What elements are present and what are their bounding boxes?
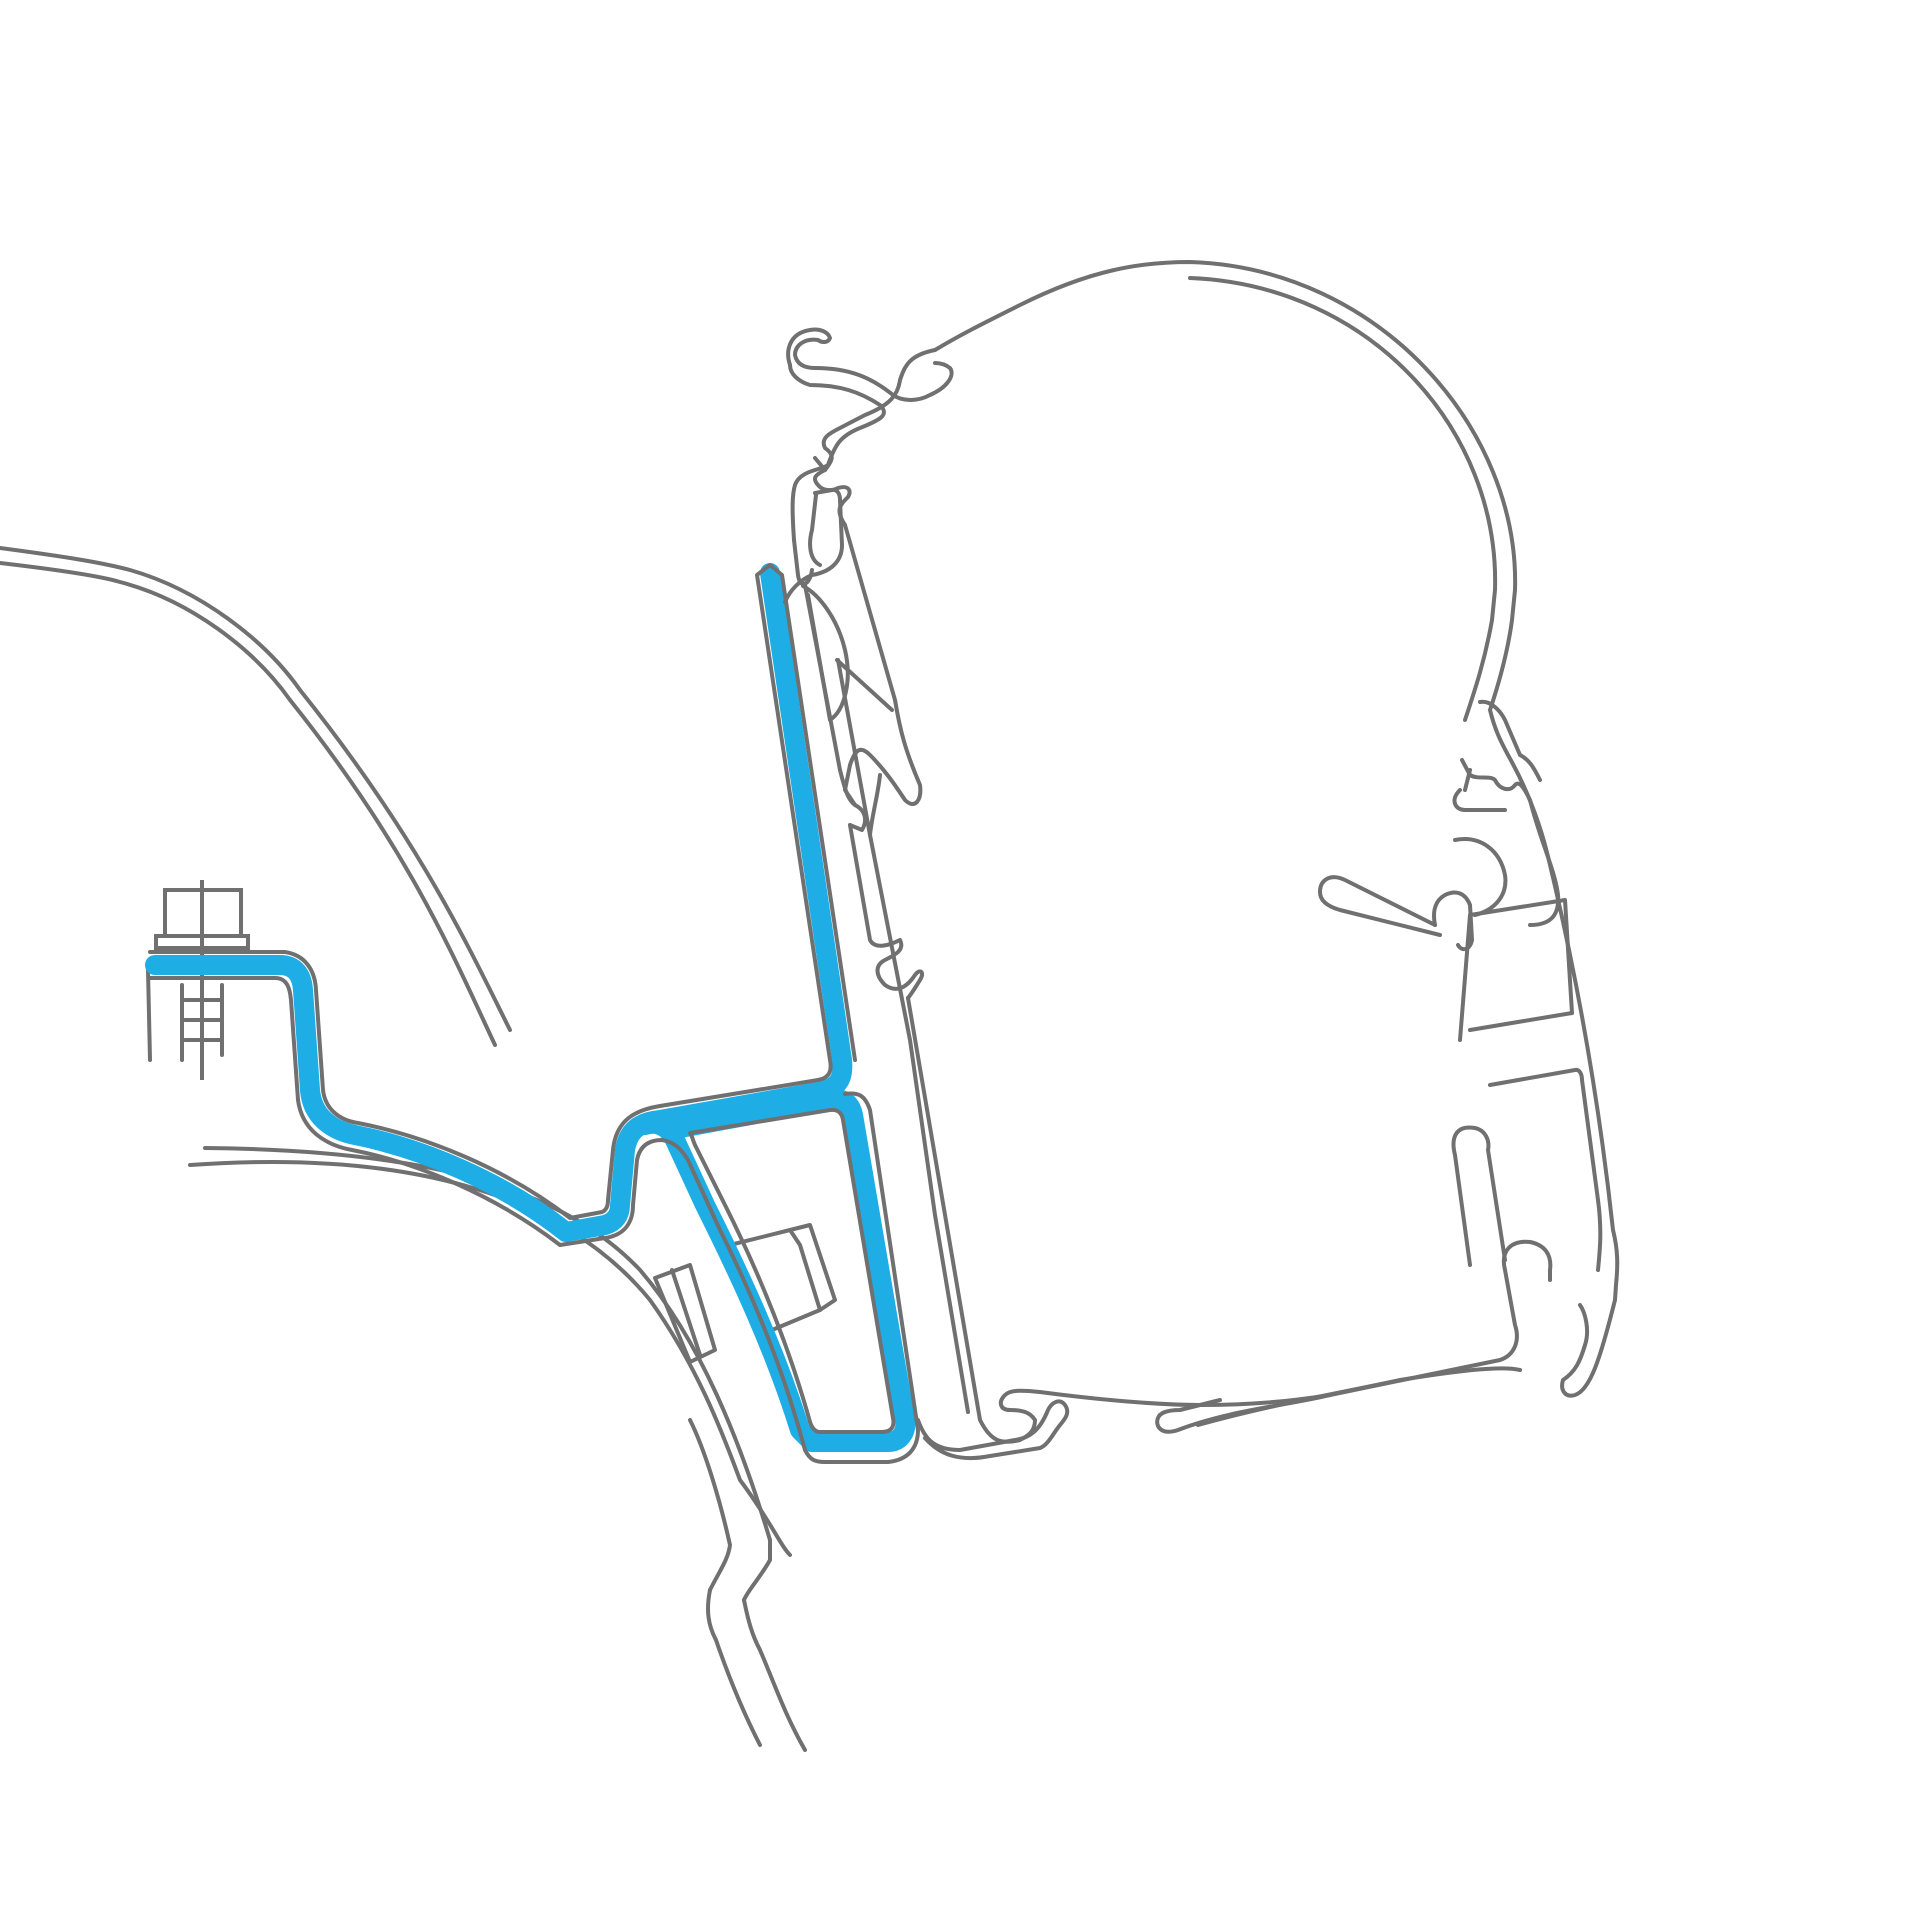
adapter-bracket-outline xyxy=(148,563,857,1220)
van-roof-panel xyxy=(0,546,512,1047)
adapter-bracket-fill xyxy=(145,563,916,1452)
awning-cassette xyxy=(783,260,1620,1444)
awning-front-bar xyxy=(916,1399,1070,1461)
adapter-bracket xyxy=(145,563,920,1464)
